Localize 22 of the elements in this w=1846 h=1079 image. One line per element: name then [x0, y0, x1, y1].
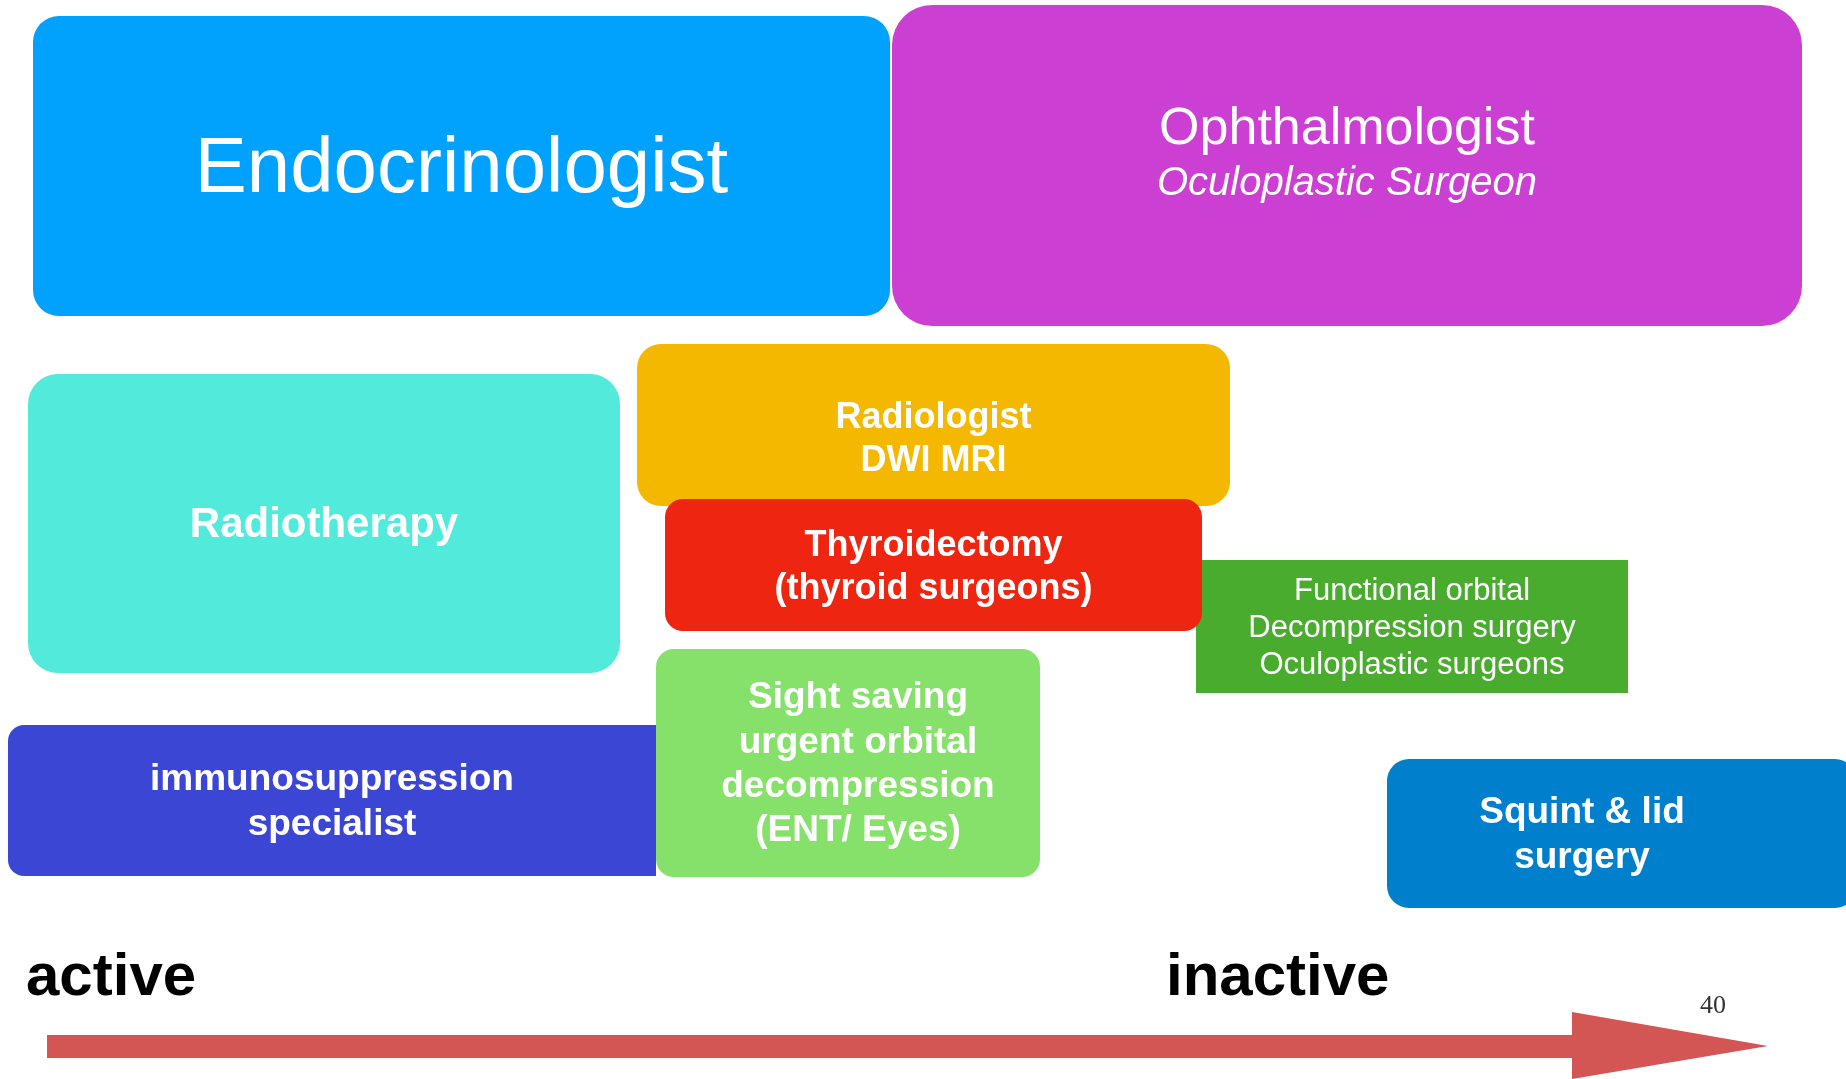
- specialty-box: [665, 499, 1202, 631]
- specialty-label: immunosuppression specialist: [149, 756, 515, 845]
- specialty-box: [1387, 759, 1846, 908]
- specialty-label: Ophthalmologist: [1159, 96, 1535, 157]
- specialty-label: Endocrinologist: [194, 120, 729, 212]
- specialty-label: Sight saving urgent orbital decompression (ENT/ Eyes): [720, 674, 996, 852]
- page-number: 40: [1700, 990, 1726, 1020]
- specialty-box: [892, 5, 1802, 326]
- axis-label: active: [26, 940, 197, 1009]
- specialty-box: [1196, 560, 1628, 693]
- specialty-box: [637, 344, 1230, 506]
- specialty-label: Thyroidectomy (thyroid surgeons): [773, 521, 1094, 609]
- specialty-label: Squint & lid surgery: [1478, 789, 1686, 878]
- specialty-box: [33, 16, 890, 316]
- specialty-box: [8, 725, 656, 876]
- specialty-subtitle: Oculoplastic Surgeon: [1156, 158, 1538, 206]
- specialty-box: [28, 374, 620, 673]
- specialty-box: [656, 649, 1040, 877]
- specialty-label: Functional orbital Decompression surgery Oculoplastic surgeons: [1247, 570, 1577, 683]
- specialty-label: Radiologist DWI MRI: [834, 394, 1033, 481]
- specialty-label: Radiotherapy: [189, 498, 459, 549]
- axis-label: inactive: [1166, 940, 1390, 1009]
